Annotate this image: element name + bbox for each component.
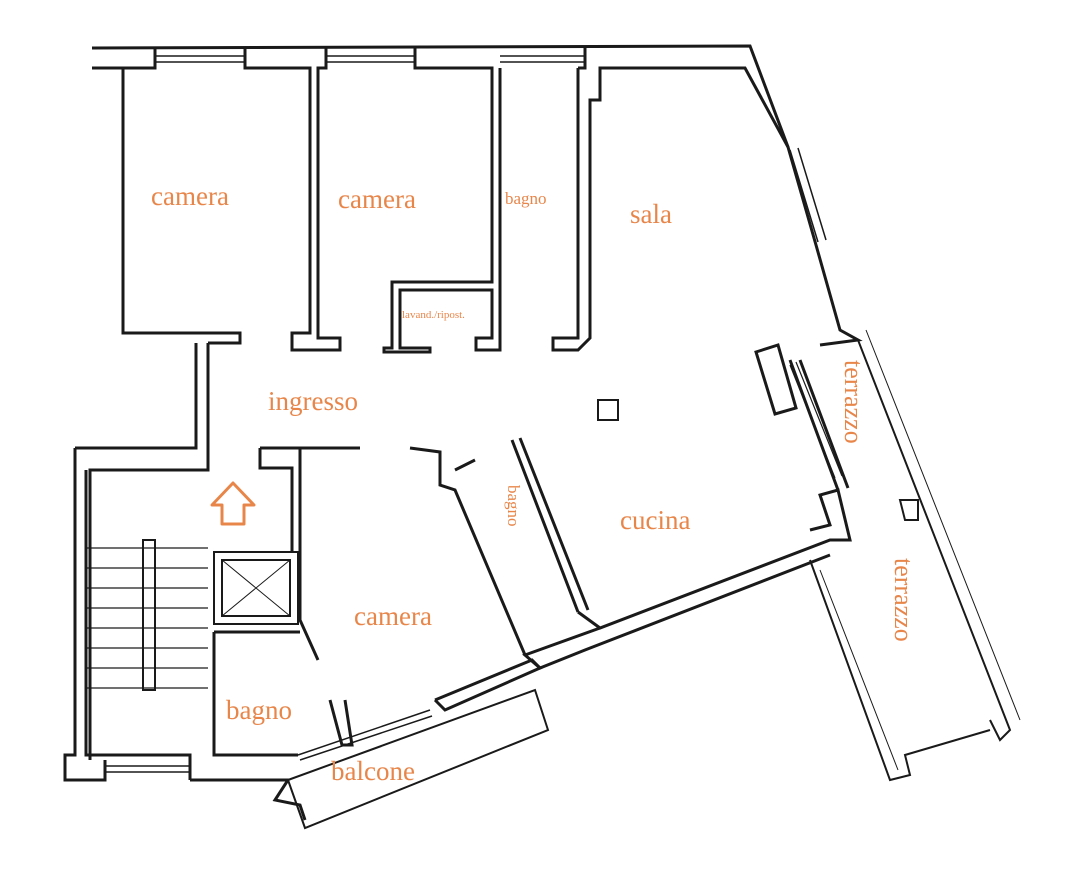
window-stairs [105, 765, 190, 773]
window-top-1 [155, 55, 245, 63]
wall-camera-2 [382, 48, 502, 354]
chimney [597, 399, 619, 421]
room-label-bagno-top: bagno [505, 189, 547, 208]
room-label-cucina: cucina [620, 505, 691, 535]
room-label-lavand: lavand./ripost. [402, 309, 465, 321]
walls [63, 44, 1021, 830]
window-top-3 [500, 55, 585, 63]
room-label-balcone: balcone [331, 756, 415, 786]
wall-ingresso-inner [258, 446, 360, 661]
wall-bagno-bottom [190, 630, 307, 821]
wall-sala-terrazzo [754, 343, 850, 491]
room-label-ingresso: ingresso [268, 386, 358, 416]
room-label-terrazzo-2: terrazzo [889, 558, 918, 642]
wall-stairs [63, 448, 192, 782]
wall-camera-1 [123, 48, 342, 352]
room-label-terrazzo-1: terrazzo [839, 360, 868, 444]
window-sala-east [789, 147, 827, 243]
room-label-bagno-bottom: bagno [226, 695, 292, 725]
terrazzo-inner [819, 329, 1021, 771]
terrazzo-outline [809, 339, 1012, 782]
window-balcone [297, 709, 433, 761]
room-label-camera-3: camera [354, 601, 432, 631]
stairs [86, 539, 208, 691]
room-label-bagno-mid: bagno [504, 485, 523, 527]
room-label-camera-2: camera [338, 184, 416, 214]
window-top-2 [326, 55, 415, 63]
wall-bagno-top [551, 48, 790, 352]
elevator [213, 551, 299, 625]
wall-camera-3-south [328, 658, 543, 747]
wall-bagno-mid [409, 437, 590, 656]
room-label-camera-1: camera [151, 181, 229, 211]
wall-ingresso-west [75, 343, 210, 760]
window-sala-terrazzo [789, 361, 843, 479]
outer-wall-top-inner [92, 66, 242, 345]
balcone [287, 688, 550, 830]
room-label-sala: sala [630, 199, 672, 229]
up-arrow-icon [210, 481, 256, 526]
